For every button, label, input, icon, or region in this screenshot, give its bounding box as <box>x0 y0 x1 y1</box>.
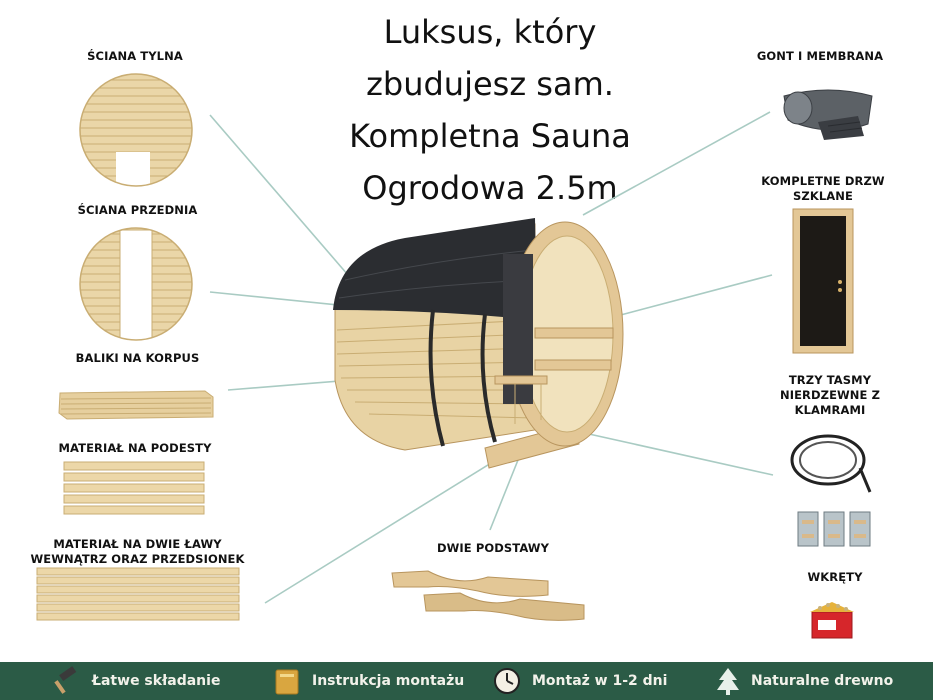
feature-easy-assembly: Łatwe składanie <box>52 662 220 700</box>
feature-instructions-label: Instrukcja montażu <box>312 673 465 689</box>
sauna-strap-1 <box>428 309 445 447</box>
feature-assembly-time: Montaż w 1-2 dni <box>492 662 667 700</box>
back-wall-image <box>79 73 193 187</box>
label-bench-material-line-1: MATERIAŁ NA DWIE ŁAWY <box>53 537 222 551</box>
screws-box-image <box>810 602 854 639</box>
front-wall-image <box>79 227 193 341</box>
feature-natural-wood-label: Naturalne drewno <box>751 673 894 689</box>
body-planks-image <box>58 390 214 420</box>
label-glass-door-line-2: SZKLANE <box>793 189 853 203</box>
sauna-bench-upper <box>534 327 614 339</box>
headline-line-1: Luksus, który <box>383 13 597 51</box>
clock-icon <box>494 668 520 694</box>
headline: Luksus, który zbudujesz sam. Kompletna S… <box>300 6 680 214</box>
feature-assembly-time-label: Montaż w 1-2 dni <box>532 673 668 689</box>
sauna-porch-bench <box>494 375 548 385</box>
shingle-membrane-image <box>783 89 873 140</box>
connector-bench-material <box>264 441 526 604</box>
book-icon <box>275 669 299 695</box>
two-bases-image <box>391 570 585 621</box>
label-front-wall: ŚCIANA PRZEDNIA <box>77 203 198 217</box>
tree-icon <box>717 668 739 695</box>
feature-bar: Łatwe składanie Instrukcja montażu Monta… <box>0 662 933 700</box>
label-bench-material-line-2: WEWNĄTRZ ORAZ PRZEDSIONEK <box>30 552 245 566</box>
bench-material-image <box>36 567 240 621</box>
label-back-wall: ŚCIANA TYLNA <box>87 49 183 63</box>
label-bench-material: MATERIAŁ NA DWIE ŁAWY WEWNĄTRZ ORAZ PRZE… <box>25 537 250 567</box>
connector-back-wall <box>209 114 349 276</box>
label-shingle-membrane: GONT I MEMBRANA <box>756 49 884 63</box>
feature-easy-assembly-label: Łatwe składanie <box>92 673 221 689</box>
label-body-planks: BALIKI NA KORPUS <box>75 351 200 365</box>
headline-line-2: zbudujesz sam. <box>366 65 614 103</box>
hammer-icon <box>54 666 77 694</box>
barrel-sauna-image <box>333 218 624 469</box>
connector-body-planks <box>227 379 353 391</box>
headline-line-4: Ogrodowa 2.5m <box>362 169 618 207</box>
label-straps-line-2: NIERDZEWNE Z <box>779 388 881 402</box>
connector-straps <box>579 431 774 476</box>
sauna-roof <box>333 218 537 320</box>
feature-natural-wood: Naturalne drewno <box>715 662 893 700</box>
label-two-bases: DWIE PODSTAWY <box>436 541 550 555</box>
connector-two-bases <box>489 459 519 531</box>
sauna-bench-lower <box>534 359 612 371</box>
feature-instructions: Instrukcja montażu <box>272 662 464 700</box>
sauna-strap-2 <box>480 313 497 443</box>
glass-door-image <box>792 208 854 354</box>
headline-line-3: Kompletna Sauna <box>349 117 631 155</box>
label-straps-line-1: TRZY TASMY <box>788 373 872 387</box>
label-platform-material: MATERIAŁ NA PODESTY <box>58 441 212 455</box>
label-straps-line-3: KLAMRAMI <box>794 403 866 417</box>
connector-shingle <box>582 111 771 216</box>
label-glass-door: KOMPLETNE DRZW SZKLANE <box>748 174 898 204</box>
platform-material-image <box>63 461 205 515</box>
label-screws: WKRĘTY <box>807 570 863 584</box>
clamps-image <box>797 511 871 547</box>
label-glass-door-line-1: KOMPLETNE DRZW <box>761 174 885 188</box>
label-straps: TRZY TASMY NIERDZEWNE Z KLAMRAMI <box>755 373 905 418</box>
straps-image <box>790 434 872 493</box>
